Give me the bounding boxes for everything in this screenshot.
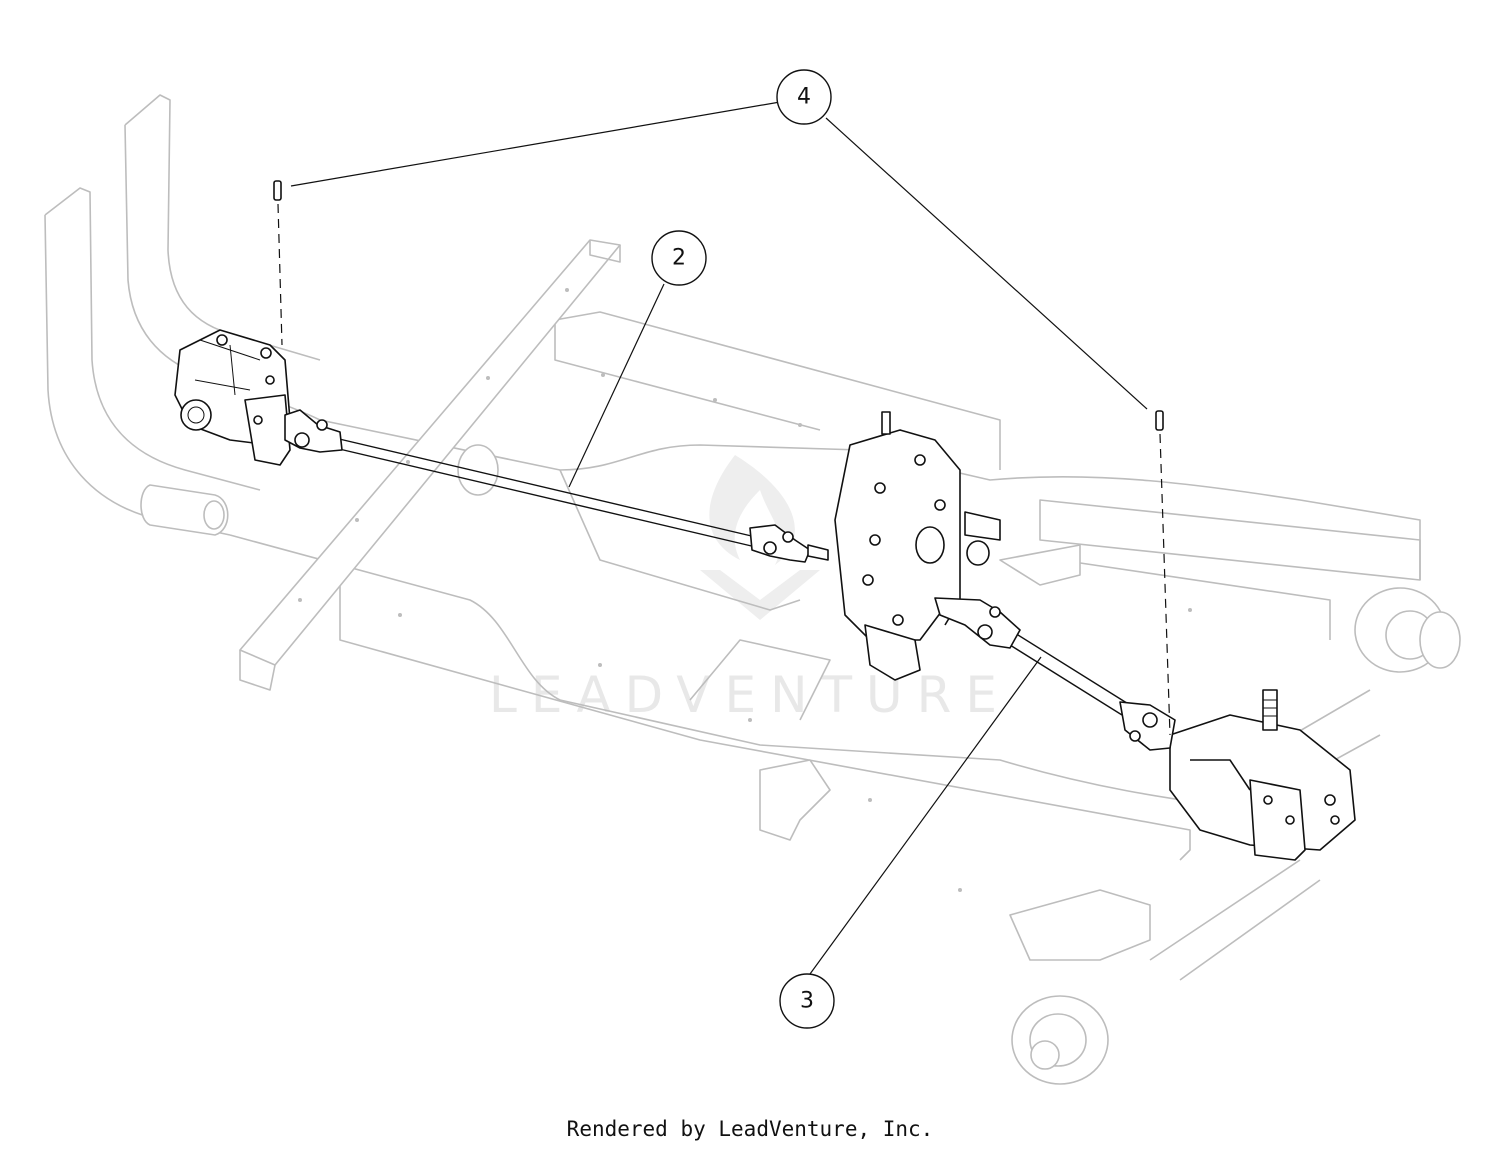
leader-lines <box>277 101 1171 975</box>
leader-3 <box>809 656 1042 975</box>
driveshaft-front <box>284 409 829 563</box>
roll-pin-left <box>273 180 282 201</box>
leader-2 <box>568 283 665 488</box>
gearbox-center <box>834 411 1001 681</box>
frame-pipe-end <box>457 444 499 496</box>
watermark-text: LEADVENTURE <box>489 666 1011 724</box>
frame-cross-tube <box>239 239 621 666</box>
frame-bracket-front <box>1009 889 1151 961</box>
leader-4-left <box>290 101 781 187</box>
watermark-logo-icon <box>709 455 795 565</box>
drive-components <box>174 180 1356 861</box>
frame-bracket-side <box>999 544 1081 586</box>
callout-4-label: 4 <box>797 85 811 110</box>
gearbox-left <box>174 329 291 466</box>
driveshaft-rear <box>934 597 1176 751</box>
frame-skid-plate <box>559 469 831 721</box>
watermark: LEADVENTURE <box>489 455 1011 724</box>
callout-2-label: 2 <box>672 246 686 271</box>
callout-4: 4 <box>776 69 832 125</box>
leader-4-right-axis <box>1159 433 1171 736</box>
frame-bushing <box>140 484 229 536</box>
gearbox-right <box>1169 689 1356 861</box>
footer-credit: Rendered by LeadVenture, Inc. <box>566 1117 934 1141</box>
frame-rear-crossmember <box>1039 499 1421 640</box>
frame-rail-left <box>199 374 1421 580</box>
callout-3-label: 3 <box>800 989 814 1014</box>
callout-3: 3 <box>779 973 835 1029</box>
leader-4-right <box>825 117 1148 410</box>
frame-bracket-rear <box>759 759 831 841</box>
leader-4-left-axis <box>277 203 283 346</box>
watermark-v-icon <box>700 570 820 620</box>
frame-rail-lower <box>339 580 1191 861</box>
roll-pin-right <box>1155 410 1164 431</box>
callout-2: 2 <box>651 230 707 286</box>
frame-hub-left <box>1011 995 1109 1085</box>
frame-rail-upper <box>554 311 1001 470</box>
chassis-frame <box>44 94 1461 1085</box>
